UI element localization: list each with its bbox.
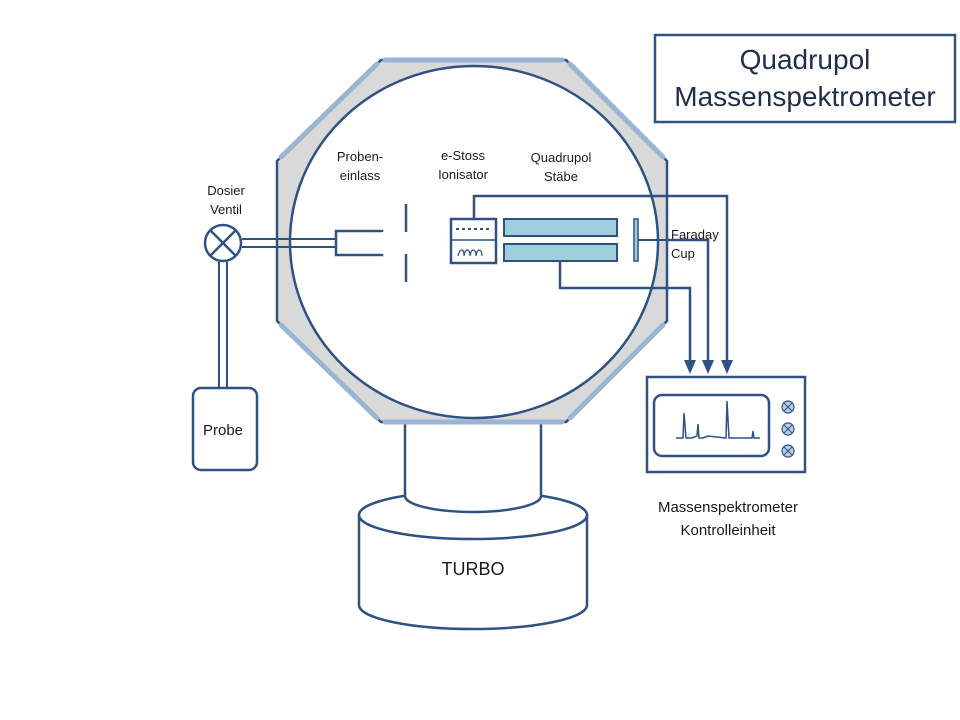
faraday-label-1: Faraday <box>671 227 719 242</box>
quadrupol-rods <box>503 218 618 262</box>
control-unit-label-2: Kontrolleinheit <box>680 522 776 539</box>
faraday-label-2: Cup <box>671 246 695 261</box>
title-box: Quadrupol Massenspektrometer <box>653 33 957 124</box>
control-knobs <box>781 400 795 458</box>
signal-arrows <box>684 360 733 374</box>
proben-einlass-label-1: Proben- <box>337 149 383 164</box>
control-unit <box>645 375 807 474</box>
ionizer <box>449 217 498 265</box>
probe-label: Probe <box>203 422 243 439</box>
dosier-label-2: Ventil <box>210 202 242 217</box>
signal-wires <box>472 194 729 362</box>
dosier-label-1: Dosier <box>207 183 245 198</box>
sample-inlet <box>334 204 408 282</box>
faraday-cup <box>633 218 667 262</box>
turbo-pump: TURBO <box>357 418 589 631</box>
control-unit-label-1: Massenspektrometer <box>658 499 798 516</box>
title-line2: Massenspektrometer <box>674 81 935 112</box>
inlet-pipe <box>218 238 336 388</box>
probe-container: Probe <box>191 386 259 472</box>
proben-einlass-label-2: einlass <box>340 168 381 183</box>
turbo-label: TURBO <box>442 559 505 579</box>
staebe-label-1: Quadrupol <box>531 150 592 165</box>
ionisator-label-1: e-Stoss <box>441 148 486 163</box>
title-line1: Quadrupol <box>740 44 871 75</box>
dosing-valve <box>203 223 243 263</box>
staebe-label-2: Stäbe <box>544 169 578 184</box>
ionisator-label-2: Ionisator <box>438 167 489 182</box>
